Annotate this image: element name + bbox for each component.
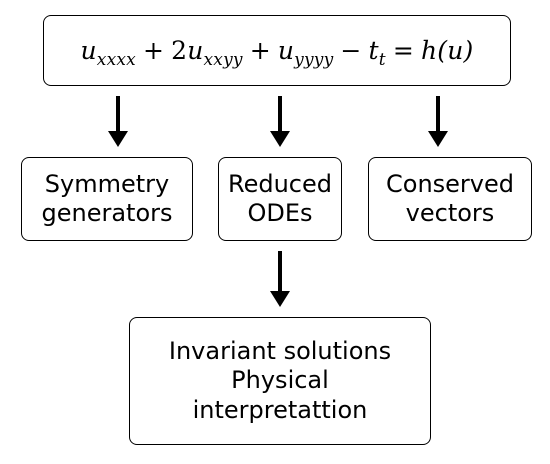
term-hu: h(u) — [421, 36, 474, 65]
box-line: generators — [41, 199, 173, 227]
reduced-odes-box: Reduced ODEs — [218, 157, 342, 241]
term-uyyyy: uyyyy — [277, 36, 334, 70]
term-2uxxyy: 2uxxyy — [171, 36, 243, 70]
equals-operator: = — [392, 36, 414, 65]
box-line: ODEs — [247, 199, 313, 227]
equation: uxxxx+2uxxyy+uyyyy−tt=h(u) — [80, 36, 474, 70]
arrow-to-symmetry — [108, 96, 128, 147]
box-line: Invariant solutions — [168, 337, 392, 366]
box-line: vectors — [405, 199, 495, 227]
arrow-to-conserved — [428, 96, 448, 147]
symmetry-generators-box: Symmetry generators — [21, 157, 193, 241]
arrow-to-reduced — [270, 96, 290, 147]
term-tt: tt — [368, 36, 386, 70]
conserved-vectors-box: Conserved vectors — [368, 157, 532, 241]
box-line: Reduced — [227, 169, 332, 198]
box-line: Symmetry — [44, 169, 170, 198]
box-line: Conserved — [386, 169, 514, 198]
equation-box: uxxxx+2uxxyy+uyyyy−tt=h(u) — [43, 15, 511, 86]
plus-operator: + — [249, 36, 271, 65]
plus-operator: + — [142, 36, 165, 65]
box-line: Physical — [231, 366, 329, 395]
box-line: interpretattion — [192, 395, 368, 424]
arrow-to-invariant — [270, 251, 290, 307]
minus-operator: − — [340, 36, 362, 65]
invariant-solutions-box: Invariant solutions Physical interpretat… — [129, 317, 431, 445]
term-uxxxx: uxxxx — [80, 36, 136, 70]
